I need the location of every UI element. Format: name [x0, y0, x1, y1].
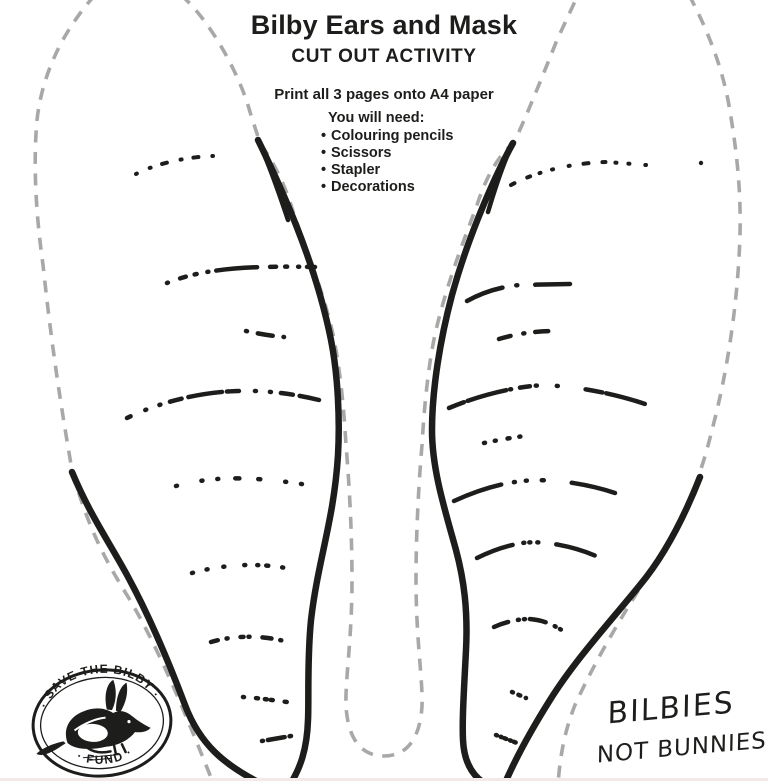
left-ear-outline-outer-edge — [68, 468, 263, 781]
bilby-front-legs — [112, 743, 127, 755]
bilby-tail — [36, 741, 66, 755]
left-ear-outline-inner-edge — [254, 136, 342, 781]
bullet-glyph: • — [321, 145, 327, 161]
print-instruction: Print all 3 pages onto A4 paper — [274, 86, 494, 103]
bilby-illustration — [36, 679, 151, 761]
page-subtitle: CUT OUT ACTIVITY — [291, 46, 477, 67]
bilby-eye — [127, 720, 131, 724]
bullet-glyph: • — [321, 162, 327, 178]
bilby-hind-foot — [86, 747, 112, 754]
page-title: Bilby Ears and Mask — [250, 10, 518, 40]
right-ear-fur-marks — [446, 159, 704, 746]
material-label: Scissors — [331, 145, 392, 161]
page-edge-strip — [0, 778, 768, 781]
save-the-bilby-logo: · SAVE THE BILBY · · FUND · — [31, 657, 173, 778]
note-line2: NOT BUNNIES — [597, 728, 767, 769]
right-ear-outline-outer-edge — [502, 473, 704, 781]
bullet-glyph: • — [321, 179, 327, 195]
material-label: Decorations — [331, 179, 415, 195]
bilby-ear-left — [105, 679, 116, 711]
inner-cut-line — [183, 0, 578, 758]
right-ear-tip-taper — [485, 142, 515, 215]
logo-inner-ring — [39, 676, 165, 770]
material-label: Colouring pencils — [331, 128, 454, 144]
list-item: • Stapler — [321, 162, 453, 179]
bilbies-not-bunnies-note: BILBIES NOT BUNNIES — [597, 685, 767, 769]
materials-heading: You will need: — [328, 110, 425, 126]
ground-lines — [82, 754, 119, 761]
note-line1: BILBIES — [607, 685, 735, 731]
left-ear-tip-taper — [256, 140, 291, 223]
list-item: • Scissors — [321, 145, 453, 162]
material-label: Stapler — [331, 162, 381, 178]
materials-list: You will need: • Colouring pencils • Sci… — [321, 110, 453, 196]
left-ear-fur-marks — [124, 154, 322, 744]
right-ear-outer-cut-line — [556, 0, 742, 781]
bilby-belly-patch — [77, 723, 108, 742]
bilby-ear-right — [115, 682, 128, 713]
bilby-flank-line — [73, 716, 106, 732]
list-item: • Decorations — [321, 179, 453, 196]
right-ear-outline-inner-edge — [428, 139, 517, 781]
bullet-glyph: • — [321, 128, 327, 144]
list-item: • Colouring pencils — [321, 128, 453, 145]
left-ear-outer-cut-line — [33, 0, 215, 781]
